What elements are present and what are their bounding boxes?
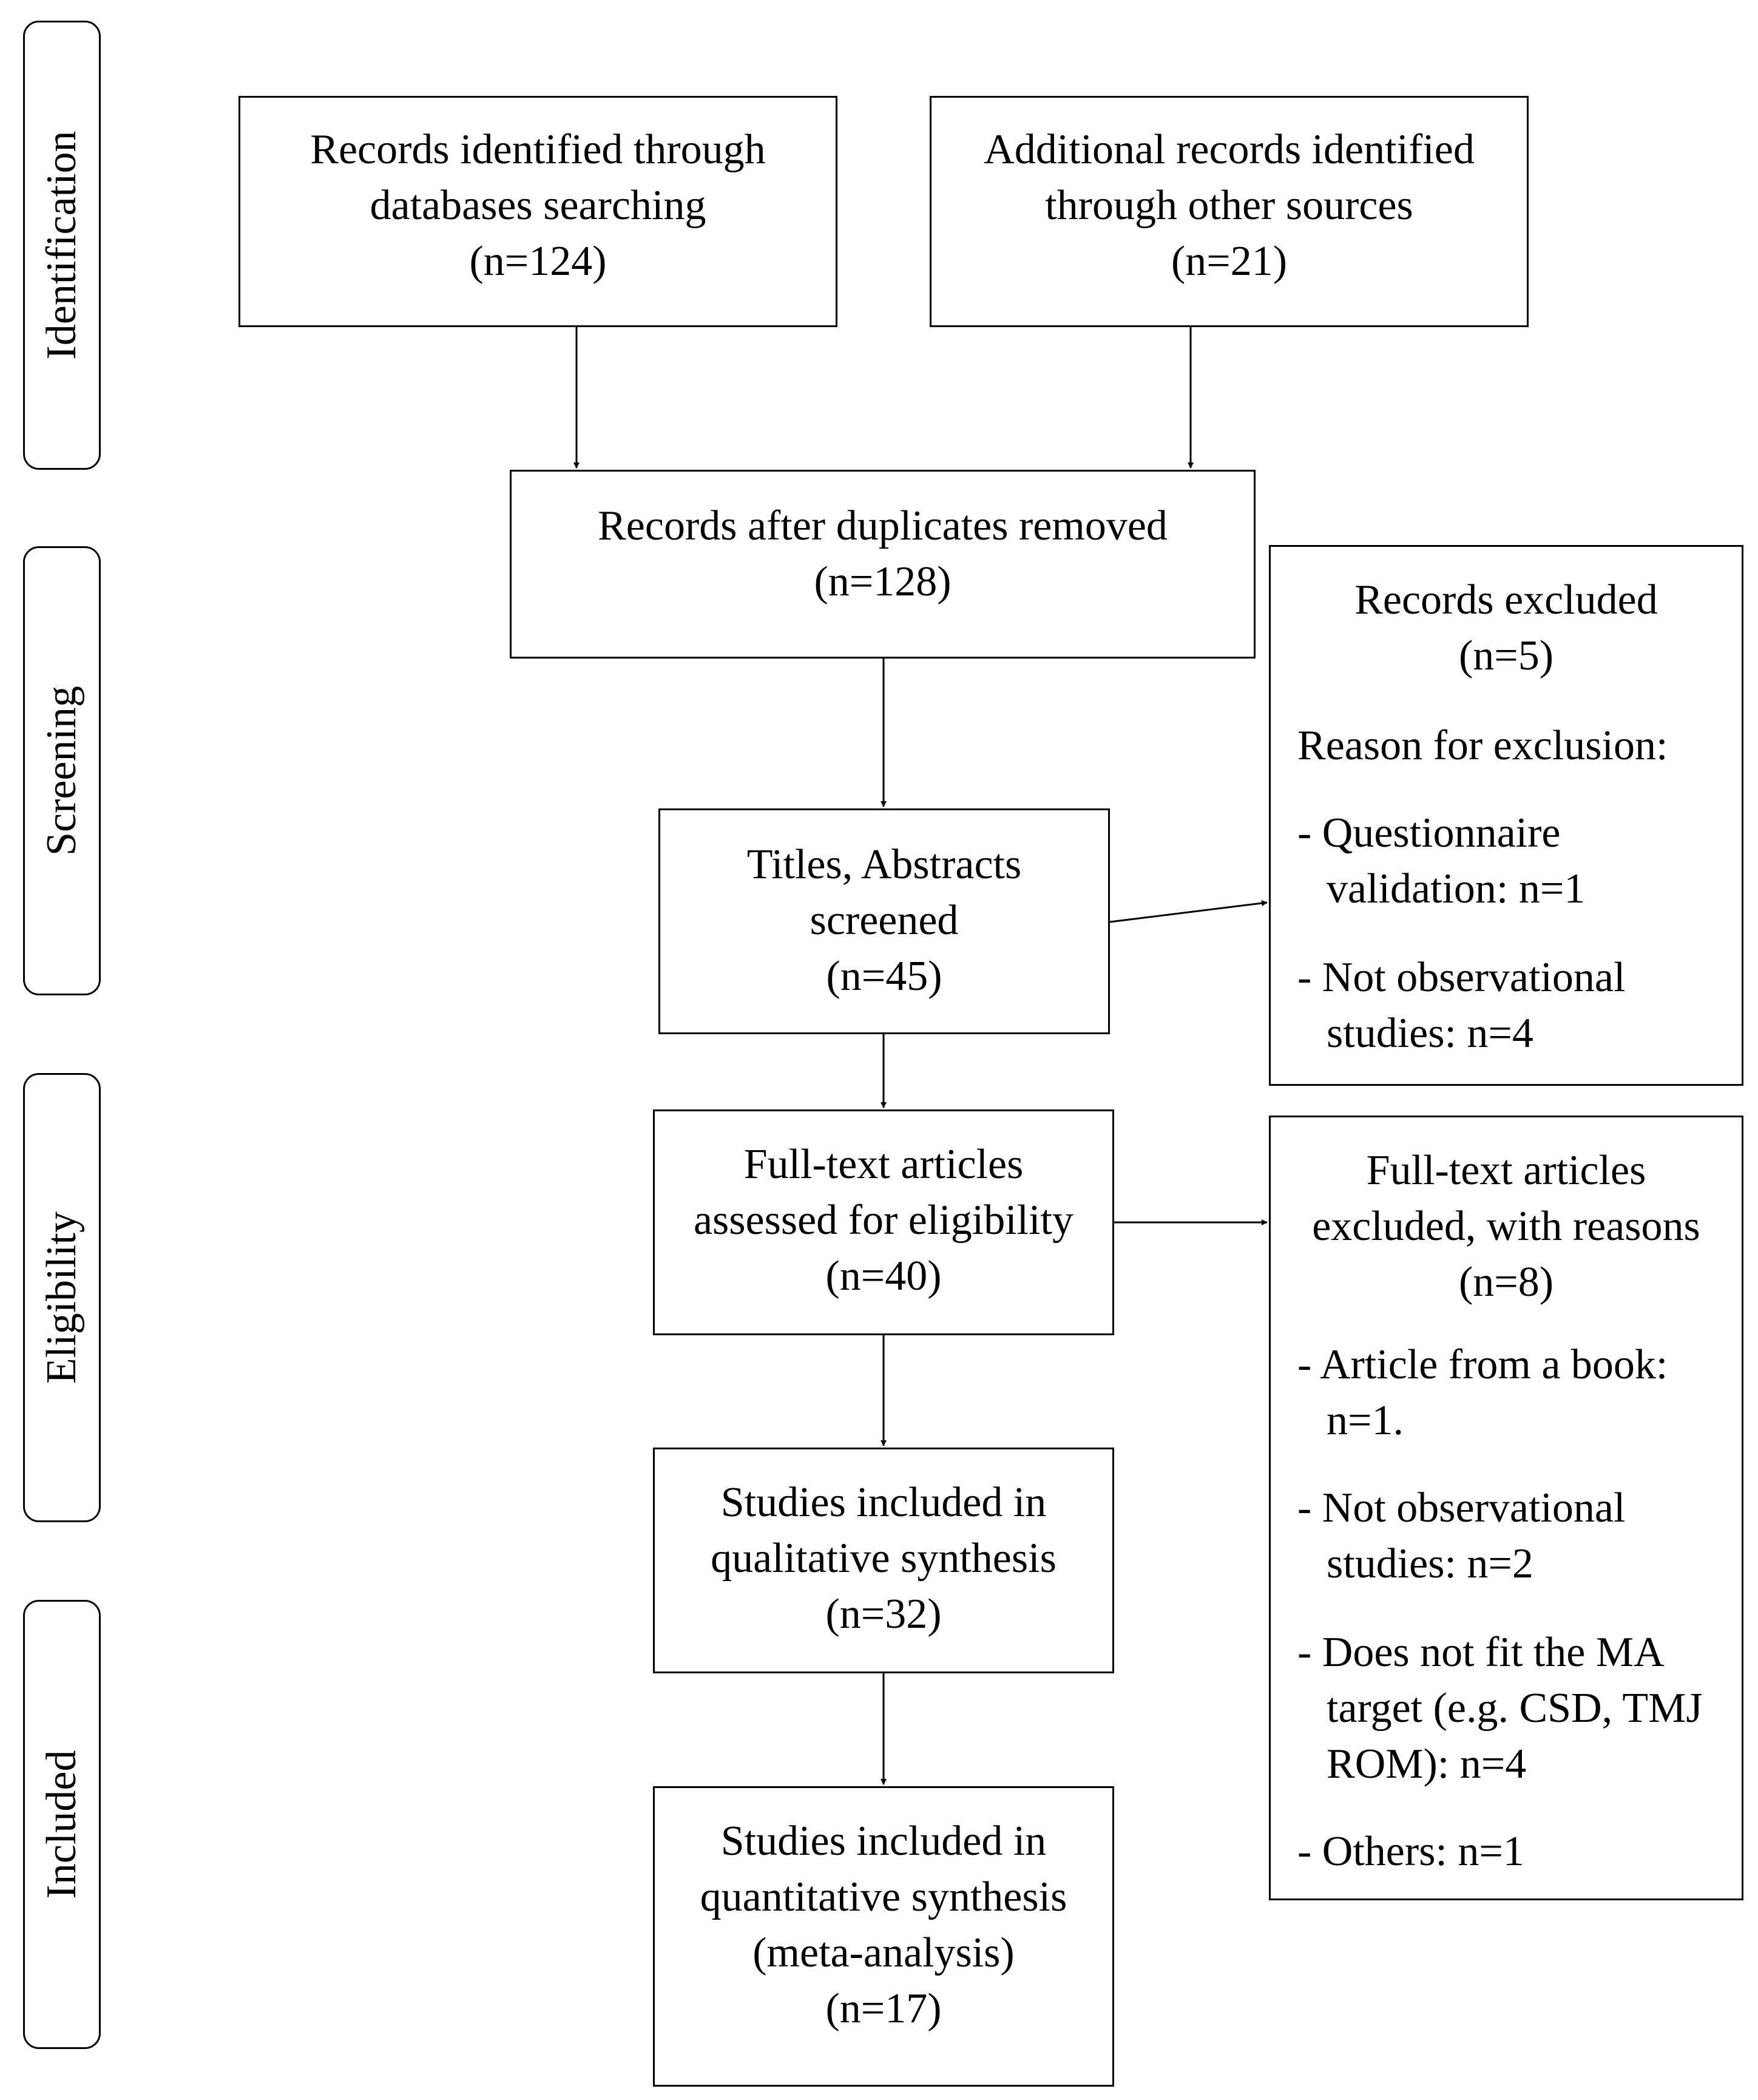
records-excluded-reason-2-line1: - Not observational [1297,954,1626,1001]
stage-label-included: Included [23,1600,101,2049]
box-titles-abstracts-screened: Titles, Abstracts screened (n=45) [658,808,1110,1034]
stage-eligibility-text: Eligibility [38,1211,85,1384]
stage-label-screening: Screening [23,546,101,995]
box-other-sources-line2: through other sources [1045,182,1413,229]
box-full-text-assessed-line2: assessed for eligibility [693,1197,1073,1244]
stage-screening-text: Screening [38,686,85,856]
box-screened-line1: Titles, Abstracts [746,841,1022,888]
records-excluded-reason-1-line1: - Questionnaire [1297,810,1561,856]
box-screened-line2: screened [810,897,959,944]
box-records-databases: Records identified through databases sea… [238,96,837,327]
box-qualitative-line2: qualitative synthesis [711,1535,1056,1582]
box-records-databases-line2: databases searching [370,182,706,229]
stage-label-eligibility: Eligibility [23,1073,101,1522]
box-quantitative-synthesis: Studies included in quantitative synthes… [653,1786,1114,2087]
box-quantitative-count: (n=17) [825,1985,942,2032]
box-qualitative-count: (n=32) [825,1591,942,1638]
stage-label-identification: Identification [23,21,101,470]
box-other-sources-line1: Additional records identified [984,126,1475,173]
box-after-duplicates-count: (n=128) [814,558,952,605]
full-text-excluded-reason-1-line2: n=1. [1327,1397,1404,1444]
records-excluded-reason-2-line2: studies: n=4 [1327,1010,1533,1057]
box-qualitative-line1: Studies included in [720,1479,1047,1526]
box-full-text-excluded: Full-text articles excluded, with reason… [1269,1116,1743,1900]
full-text-excluded-reason-3-line1: - Does not fit the MA [1297,1629,1665,1676]
box-records-databases-count: (n=124) [469,238,607,285]
box-quantitative-line1: Studies included in [720,1818,1047,1865]
box-records-excluded: Records excluded (n=5) Reason for exclus… [1269,545,1743,1086]
box-quantitative-line2: quantitative synthesis [700,1874,1067,1920]
full-text-excluded-reason-2-line1: - Not observational [1297,1485,1626,1531]
box-full-text-assessed-count: (n=40) [825,1253,942,1299]
full-text-excluded-reason-2-line2: studies: n=2 [1327,1540,1533,1587]
box-records-databases-line1: Records identified through [310,126,766,173]
box-other-sources-count: (n=21) [1171,238,1288,285]
box-full-text-excluded-line2: excluded, with reasons [1312,1203,1700,1250]
box-full-text-excluded-line1: Full-text articles [1366,1147,1646,1194]
full-text-excluded-reason-3-line2: target (e.g. CSD, TMJ [1327,1685,1703,1732]
box-full-text-assessed-line1: Full-text articles [743,1141,1024,1188]
box-after-duplicates-line1: Records after duplicates removed [598,503,1168,549]
stage-identification-text: Identification [38,130,85,360]
box-records-excluded-title: Records excluded [1354,577,1658,623]
box-after-duplicates: Records after duplicates removed (n=128) [510,470,1256,659]
stage-included-text: Included [38,1750,85,1899]
box-screened-count: (n=45) [826,953,942,1000]
box-full-text-excluded-count: (n=8) [1458,1259,1554,1306]
full-text-excluded-reason-1-line1: - Article from a book: [1297,1341,1668,1388]
box-qualitative-synthesis: Studies included in qualitative synthesi… [653,1448,1114,1673]
box-records-other-sources: Additional records identified through ot… [930,96,1529,327]
box-quantitative-line3: (meta-analysis) [752,1929,1015,1976]
records-excluded-reason-1-line2: validation: n=1 [1327,865,1586,912]
box-full-text-assessed: Full-text articles assessed for eligibil… [653,1109,1114,1335]
full-text-excluded-reason-3-line3: ROM): n=4 [1327,1741,1527,1787]
full-text-excluded-reason-4-line1: - Others: n=1 [1297,1828,1524,1875]
box-records-excluded-reason-heading: Reason for exclusion: [1297,722,1668,769]
arrow-screened-to-records-excluded [1109,900,1268,923]
box-records-excluded-count: (n=5) [1458,632,1554,679]
